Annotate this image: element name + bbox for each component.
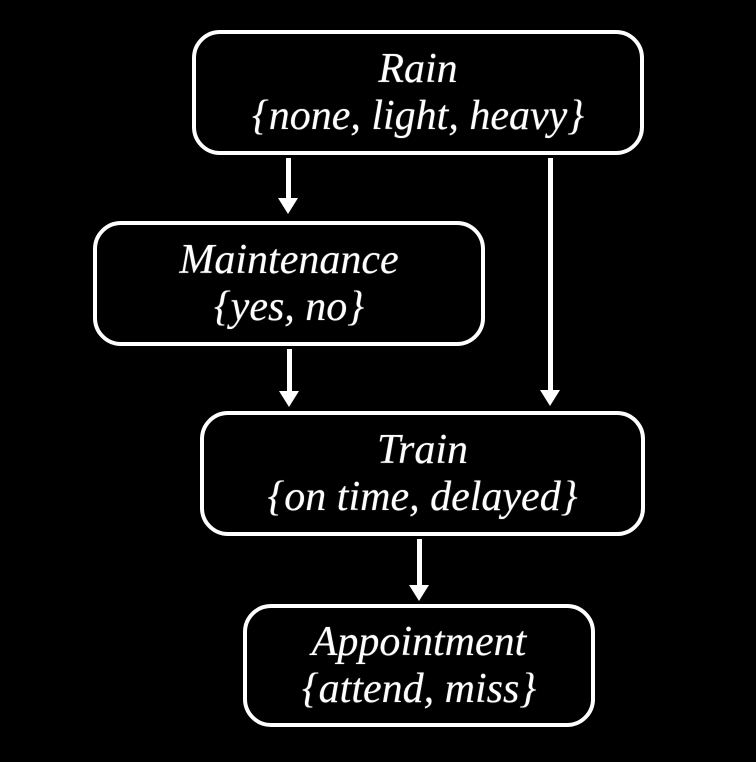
node-appointment-title: Appointment — [311, 618, 527, 665]
node-maintenance-values: {yes, no} — [213, 283, 365, 330]
arrow-head-icon — [279, 391, 299, 407]
node-train-title: Train — [376, 426, 469, 473]
node-train-values: {on time, delayed} — [267, 473, 578, 520]
node-train: Train {on time, delayed} — [200, 411, 645, 536]
arrow-shaft — [548, 158, 553, 392]
node-rain: Rain {none, light, heavy} — [192, 30, 644, 155]
node-appointment: Appointment {attend, miss} — [243, 604, 595, 727]
node-rain-title: Rain — [378, 45, 458, 92]
arrow-head-icon — [278, 198, 298, 214]
node-maintenance: Maintenance {yes, no} — [93, 221, 485, 346]
arrow-head-icon — [409, 585, 429, 601]
arrow-head-icon — [540, 390, 560, 406]
arrow-shaft — [286, 158, 291, 200]
node-appointment-values: {attend, miss} — [301, 665, 537, 712]
arrow-shaft — [287, 349, 292, 393]
arrow-shaft — [417, 539, 422, 587]
node-maintenance-title: Maintenance — [179, 236, 399, 283]
node-rain-values: {none, light, heavy} — [251, 92, 585, 139]
